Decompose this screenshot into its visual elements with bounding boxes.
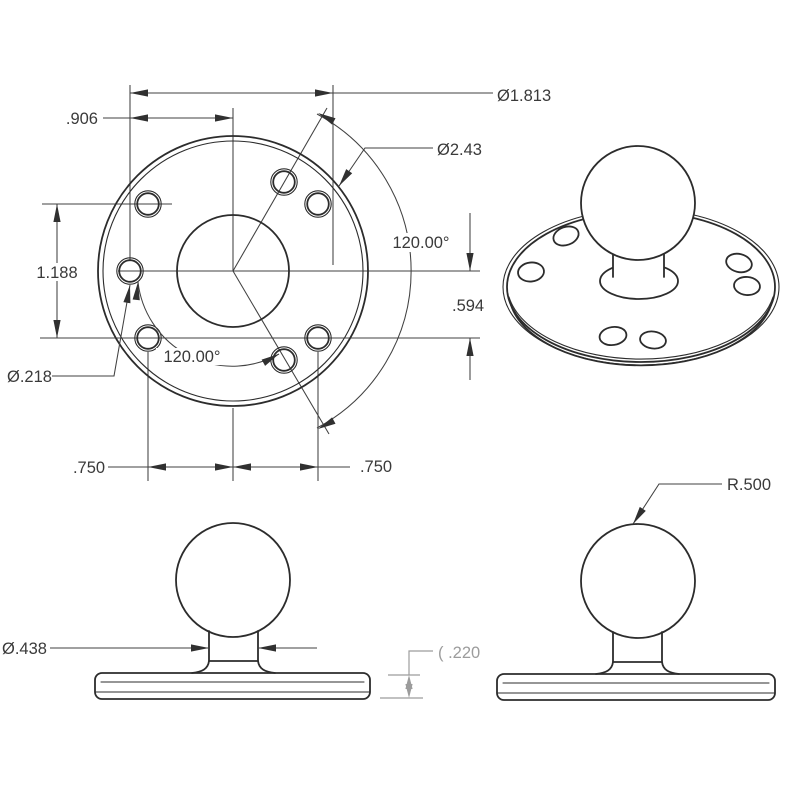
- label-bg: [450, 296, 494, 314]
- mounting-hole-bottom-300deg: [270, 346, 298, 374]
- base-plate-edge-lines: [95, 681, 370, 693]
- ball: [580, 523, 696, 639]
- dim-label-hole-offset-right: .750: [360, 458, 392, 476]
- ball: [175, 522, 291, 638]
- arrowhead: [318, 113, 336, 125]
- side-view-right: R.500: [496, 476, 776, 701]
- arrowhead: [633, 506, 646, 524]
- dim-label-thickness-reference: ( .220: [438, 644, 480, 662]
- iso-stem-sides: [612, 250, 665, 278]
- neck-fillets: [595, 661, 680, 675]
- mounting-hole-left-center: [116, 257, 144, 285]
- iso-plate-bottom-edge: [510, 304, 772, 367]
- arrowhead: [233, 463, 251, 471]
- iso-hole: [598, 325, 628, 347]
- arrowhead: [261, 354, 279, 366]
- dim-label-hole-offset-horizontal: .906: [66, 110, 98, 128]
- iso-mounting-holes: [517, 225, 761, 350]
- mounting-hole-upper-left: [134, 190, 162, 218]
- arrowhead: [132, 282, 140, 301]
- mounting-holes: [116, 168, 332, 374]
- iso-hole: [517, 261, 545, 283]
- side-view-left: Ø.438 ( .220: [2, 522, 480, 700]
- dim-label-ball-radius: R.500: [727, 476, 771, 494]
- arrowhead: [130, 114, 148, 122]
- iso-hole: [733, 276, 761, 296]
- dim-label-neck-diameter: Ø.438: [2, 640, 47, 658]
- radial-line-60deg: [232, 107, 328, 272]
- arrowhead: [405, 684, 413, 698]
- dim-label-hole-offset-left: .750: [73, 459, 105, 477]
- dim-label-hole-offset-vertical: .594: [452, 297, 484, 315]
- dim-label-angle-right: 120.00°: [392, 234, 449, 252]
- arrowhead: [123, 285, 131, 304]
- mounting-hole-upper-right: [304, 190, 332, 218]
- iso-plate-side-line: [508, 296, 774, 360]
- dim-label-plate-diameter: Ø2.43: [437, 141, 482, 159]
- iso-hole: [725, 252, 753, 274]
- arrowhead: [315, 89, 333, 97]
- angle-arc-right: [316, 113, 412, 429]
- mounting-hole-top-60deg: [270, 168, 298, 196]
- dim-label-angle-lower: 120.00°: [163, 348, 220, 366]
- leader-ball-radius: [632, 483, 722, 525]
- front-view: Ø1.813 Ø2.43 .906 1.188 .594 Ø.218 120.0…: [7, 85, 551, 481]
- label-bg: [33, 263, 81, 281]
- dim-label-bolt-circle-diameter: Ø1.813: [497, 87, 551, 105]
- arrowhead: [466, 253, 474, 271]
- center-hole: [176, 214, 290, 328]
- mounting-hole-lower-right: [304, 324, 332, 352]
- iso-hole: [639, 330, 667, 350]
- ref-extension-lines: [380, 674, 423, 699]
- iso-hole: [552, 225, 580, 247]
- arrowhead: [148, 463, 166, 471]
- arrowhead: [130, 89, 148, 97]
- front-dimensions: Ø1.813 Ø2.43 .906 1.188 .594 Ø.218 120.0…: [7, 87, 551, 477]
- dim-label-hole-spacing-vertical: 1.188: [36, 264, 77, 282]
- arrowhead: [300, 463, 318, 471]
- ball-neck: [208, 630, 259, 662]
- label-bg: [386, 233, 456, 252]
- label-bg: [156, 348, 228, 365]
- arrowhead: [53, 320, 61, 338]
- mounting-hole-lower-left: [134, 324, 162, 352]
- arrowhead: [215, 463, 233, 471]
- ref-leader: [408, 650, 433, 675]
- plate-outer-circle-inner-edge: [102, 140, 364, 402]
- leader-hole-diameter: [52, 284, 131, 377]
- plate-outer-circle: [97, 135, 369, 407]
- radial-line-300deg: [232, 270, 330, 435]
- isometric-view: [502, 145, 780, 367]
- base-plate-profile: [496, 673, 776, 701]
- base-plate-edge-lines: [497, 682, 775, 694]
- arrowhead: [339, 169, 353, 186]
- arrowhead: [215, 114, 233, 122]
- neck-fillets: [191, 660, 276, 674]
- ball-neck: [612, 631, 663, 663]
- arrowhead: [466, 338, 474, 356]
- dim-label-hole-diameter: Ø.218: [7, 368, 52, 386]
- arrowhead: [258, 644, 276, 652]
- front-extension-lines: [40, 85, 480, 481]
- arrowhead: [53, 204, 61, 222]
- arrowhead: [318, 417, 336, 429]
- reference-dim-thickness: ( .220: [380, 644, 480, 699]
- base-plate-profile: [94, 672, 371, 700]
- arrowhead: [191, 644, 209, 652]
- iso-ball: [580, 145, 696, 261]
